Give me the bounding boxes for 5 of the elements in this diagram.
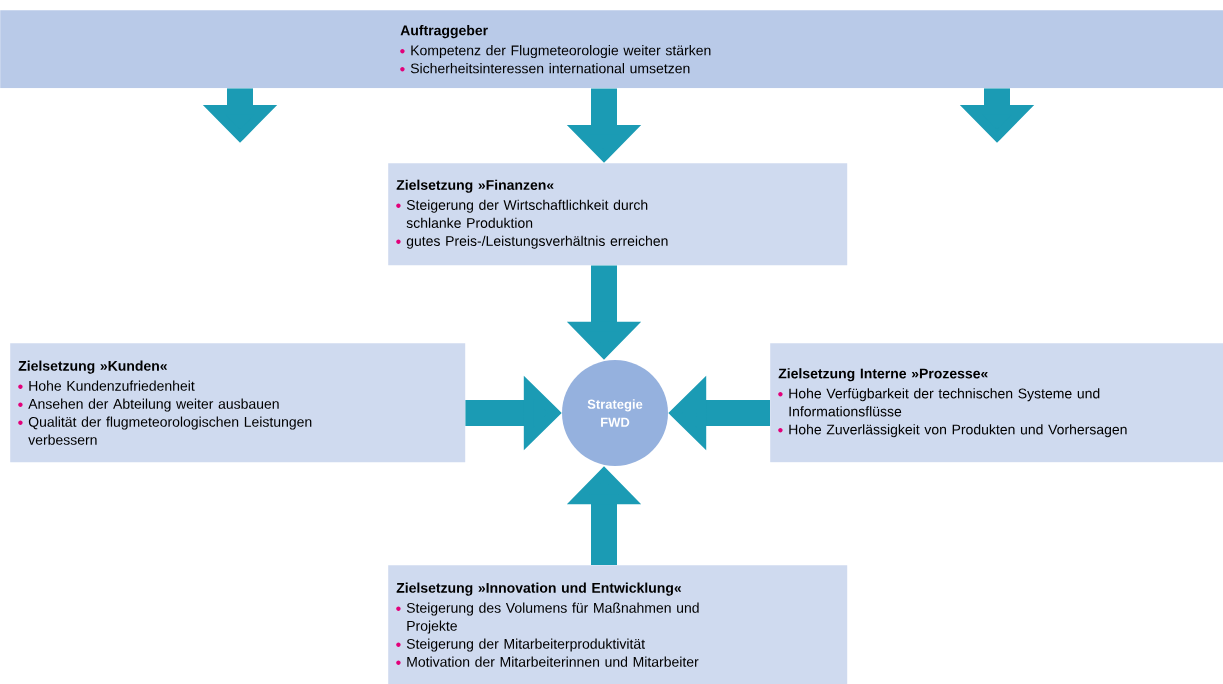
goal-box: Zielsetzung Interne »Prozesse« Hohe Verfügbarkeit der technischen Systeme und Informationsflüsse Hohe Zuverlässigkeit von Produkten und Vorhersagen bbox=[770, 343, 1223, 463]
goal-box: Auftraggeber Kompetenz der Flugmeteorologie weiter stärken Sicherheitsinteressen international umsetzen bbox=[0, 10, 1223, 89]
goal-box: Zielsetzung »Finanzen« Steigerung der Wirtschaftlichkeit durch schlanke Produktion gutes Preis-/Leistungsverhältnis erreichen bbox=[388, 163, 848, 266]
goal-box: Zielsetzung »Kunden« Hohe Kundenzufriedenheit Ansehen der Abteilung weiter ausbauen Qualität der flugmeteorologischen Leistungen verbessern bbox=[10, 343, 466, 463]
goal-box: Zielsetzung »Innovation und Entwicklung« Steigerung des Volumens für Maßnahmen und Projekte Steigerung der Mitarbeiterproduktivität Motivation der Mitarbeiterinnen und Mitarbeiter bbox=[388, 565, 848, 684]
